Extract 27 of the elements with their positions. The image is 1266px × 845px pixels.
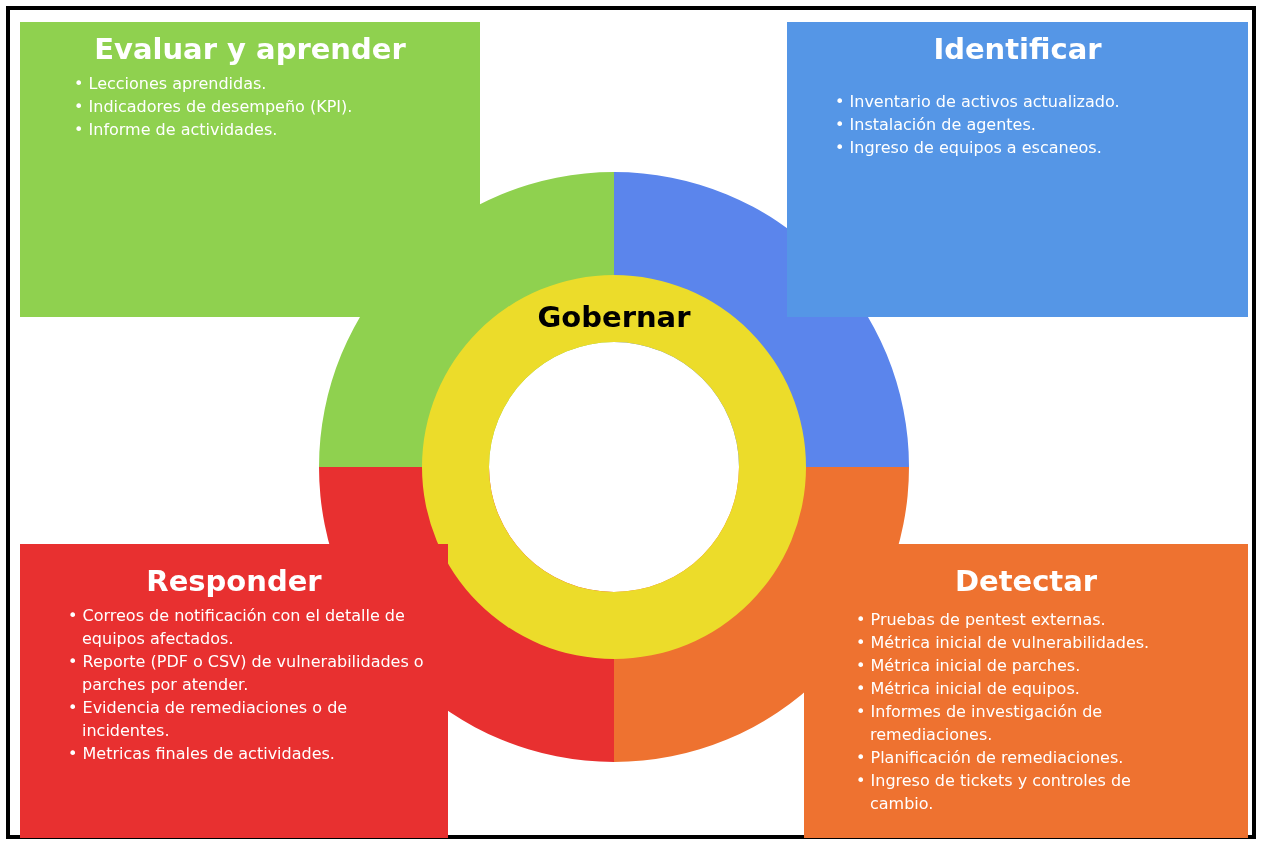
phase-card [787,22,1248,317]
bullet-item: • Metricas finales de actividades. [68,743,336,765]
bullet-item: • Inventario de activos actualizado. [835,91,1121,113]
bullet-item: • Reporte (PDF o CSV) de vulnerabilidades o parches por atender. [68,651,425,696]
governance-ring [422,275,806,659]
bullet-item: • Ingreso de equipos a escaneos. [835,137,1103,159]
phase-card [20,22,480,317]
bullet-item: • Métrica inicial de vulnerabilidades. [856,632,1151,654]
bullet-item: • Métrica inicial de equipos. [856,678,1081,700]
bullet-item: • Indicadores de desempeño (KPI). [74,96,354,118]
bullet-item: • Lecciones aprendidas. [74,73,268,95]
phase-card [20,544,448,838]
bullet-item: • Correos de notificación con el detalle de equipos afectados. [68,605,406,650]
bullet-item: • Evidencia de remediaciones o de incidentes. [68,697,349,742]
bullet-item: • Informes de investigación de remediaciones. [856,701,1104,746]
ring-title: Gobernar [536,300,692,334]
phase-title: Responder [145,564,323,598]
bullet-item: • Pruebas de pentest externas. [856,609,1107,631]
phase-title: Detectar [953,564,1099,598]
bullet-item: • Planificación de remediaciones. [856,747,1125,769]
bullet-item: • Instalación de agentes. [835,114,1037,136]
phase-card [804,544,1248,838]
bullet-item: • Ingreso de tickets y controles de cambio. [856,770,1132,815]
bullet-item: • Métrica inicial de parches. [856,655,1082,677]
phase-title: Identificar [932,32,1103,66]
phase-title: Evaluar y aprender [93,32,407,66]
bullet-item: • Informe de actividades. [74,119,279,141]
